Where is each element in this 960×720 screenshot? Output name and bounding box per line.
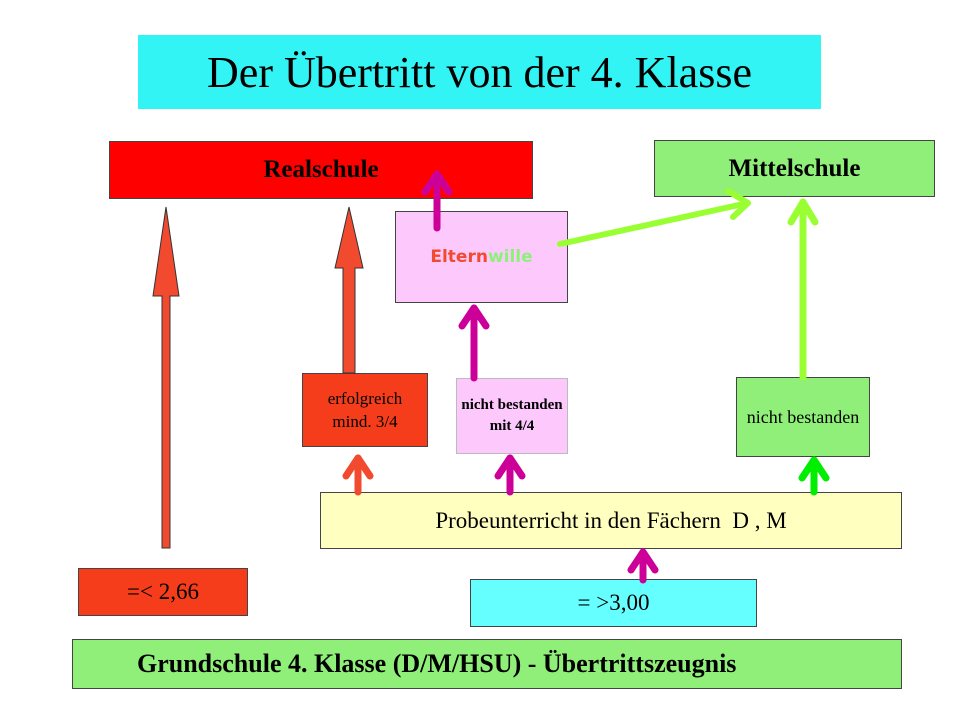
magenta-arrow-to-nicht-bestanden-4-4 <box>494 454 526 496</box>
magenta-arrow-to-elternwille <box>458 304 490 382</box>
red-arrow-left <box>152 206 180 549</box>
green-arrow-elternwille-to-mittelschule <box>557 188 751 247</box>
erfolgreich-box: erfolgreich mind. 3/4 <box>302 373 428 447</box>
page-title: Der Übertritt von der 4. Klasse <box>138 35 821 109</box>
grundschule-box: Grundschule 4. Klasse (D/M/HSU) - Übertr… <box>72 639 902 689</box>
green-arrow-to-mittelschule <box>787 198 819 381</box>
grade-low-box: =< 2,66 <box>78 568 248 616</box>
nicht-bestanden-4-4-box: nicht bestanden mit 4/4 <box>456 378 568 454</box>
magenta-arrow-to-probeunterricht <box>627 548 659 584</box>
probeunterricht-box: Probeunterricht in den Fächern D , M <box>320 492 902 549</box>
elternwille-label-part1: Eltern <box>430 247 488 267</box>
realschule-box: Realschule <box>109 141 533 199</box>
grade-high-box: = >3,00 <box>470 579 757 627</box>
bright-green-arrow-to-nicht-bestanden <box>798 456 830 496</box>
red-chevron-arrow <box>342 454 374 496</box>
elternwille-label-part2: wille <box>487 247 533 267</box>
red-arrow-middle <box>334 206 364 374</box>
mittelschule-box: Mittelschule <box>654 140 935 197</box>
magenta-arrow-to-realschule <box>421 170 453 232</box>
